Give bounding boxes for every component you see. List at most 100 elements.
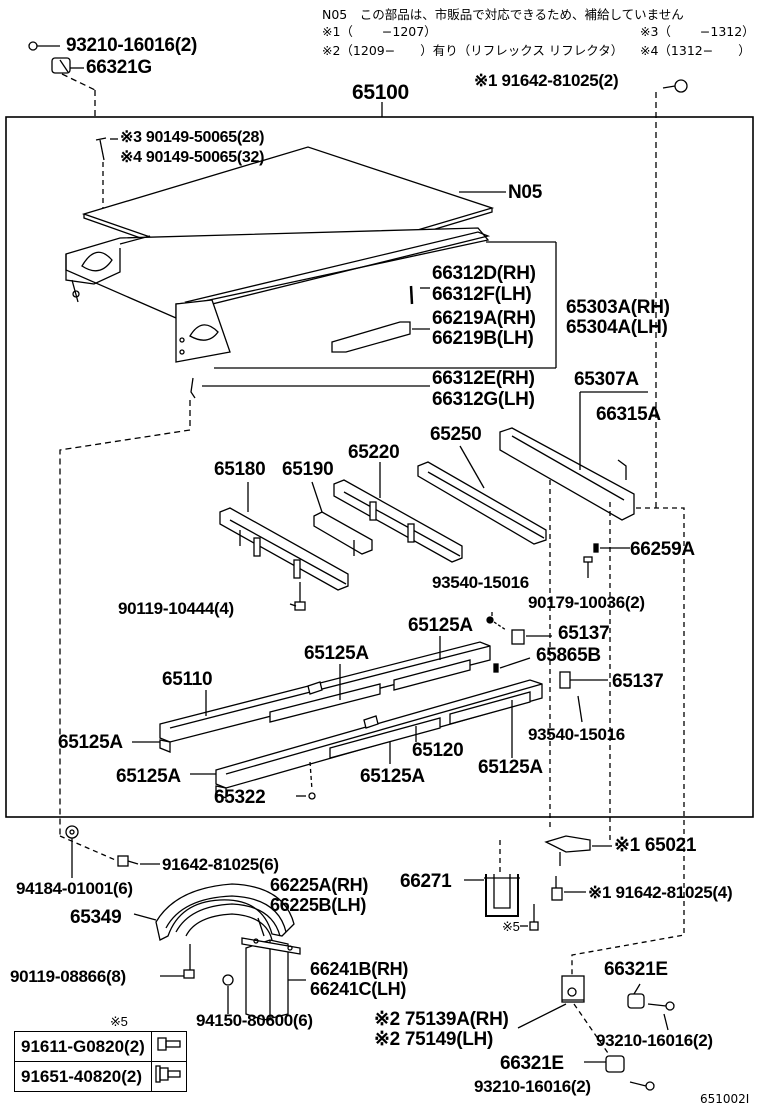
bracket-65137-icon: [511, 629, 525, 645]
label-65110[interactable]: 65110: [162, 669, 213, 690]
legend-row: 91651-40820(2): [14, 1061, 187, 1092]
label-90119-10444[interactable]: 90119-10444(4): [118, 599, 234, 618]
label-65125a-4[interactable]: 65125A: [478, 757, 543, 778]
label-66321e-2[interactable]: 66321E: [500, 1053, 564, 1074]
note-n05: N05 この部品は、市販品で対応できるため、補給していません: [322, 7, 684, 22]
assembly-frame: [5, 116, 754, 818]
crossmember-65180-icon: [219, 507, 349, 591]
label-66241c[interactable]: 66241C(LH): [310, 979, 407, 999]
label-66315a[interactable]: 66315A: [596, 404, 661, 425]
hook-icon: [190, 377, 196, 399]
side-rail-icon: [65, 227, 491, 363]
label-mark5: ※5: [502, 919, 520, 934]
label-90149-3[interactable]: ※3 90149-50065(28): [120, 129, 265, 146]
brace-66219-icon: [331, 321, 411, 353]
legend-row: 91611-G0820(2): [14, 1031, 187, 1062]
label-66321e-1[interactable]: 66321E: [604, 959, 668, 980]
label-65250[interactable]: 65250: [430, 424, 482, 445]
label-90149-4[interactable]: ※4 90149-50065(32): [120, 149, 265, 166]
legend-table: 91611-G0820(2) 91651-40820(2): [14, 1031, 187, 1092]
label-65303a[interactable]: 65303A(RH): [566, 297, 670, 318]
label-90119-08866[interactable]: 90119-08866(8): [10, 967, 126, 986]
crossmember-65190-icon: [313, 511, 373, 556]
bolt-91642-4-icon: [551, 876, 563, 901]
label-93210-top[interactable]: 93210-16016(2): [66, 35, 198, 56]
label-65307a[interactable]: 65307A: [574, 369, 639, 390]
note-r2a: ※2（1209− ）有り（リフレックス リフレクタ）: [322, 43, 624, 58]
label-65021[interactable]: ※1 65021: [614, 835, 697, 856]
label-66312f[interactable]: 66312F(LH): [432, 284, 532, 305]
label-91642-top[interactable]: ※1 91642-81025(2): [474, 71, 619, 90]
label-65125a-6[interactable]: 65125A: [360, 766, 425, 787]
label-66219b[interactable]: 66219B(LH): [432, 328, 534, 349]
footer-code: 651002I: [700, 1092, 750, 1106]
label-90179[interactable]: 90179-10036(2): [528, 593, 645, 612]
label-65125a-5[interactable]: 65125A: [116, 766, 181, 787]
label-65125a-1[interactable]: 65125A: [408, 615, 473, 636]
crossmember-65220-icon: [333, 479, 463, 563]
bracket-65021-icon: [544, 835, 591, 866]
label-66321g[interactable]: 66321G: [86, 57, 152, 78]
legend-part[interactable]: 91651-40820(2): [14, 1061, 152, 1092]
label-65125a-2[interactable]: 65125A: [304, 643, 369, 664]
bolt-icon: [28, 41, 60, 51]
label-65120[interactable]: 65120: [412, 740, 464, 761]
label-93540-b[interactable]: 93540-15016: [528, 725, 625, 744]
label-66312g[interactable]: 66312G(LH): [432, 389, 535, 410]
u-clamp-66271-icon: [484, 874, 520, 917]
label-66312e[interactable]: 66312E(RH): [432, 368, 535, 389]
bolt-washer-icon: [150, 1061, 187, 1092]
note-r2b: ※4（1312− ）: [640, 43, 751, 58]
label-75149[interactable]: ※2 75149(LH): [374, 1029, 493, 1050]
label-93210-r[interactable]: 93210-16016(2): [596, 1031, 713, 1050]
label-66225a[interactable]: 66225A(RH): [270, 875, 369, 895]
label-65304a[interactable]: 65304A(LH): [566, 317, 668, 338]
label-66312d[interactable]: 66312D(RH): [432, 263, 536, 284]
hinge-75139-icon: [561, 975, 585, 1003]
label-65100[interactable]: 65100: [352, 81, 409, 104]
bracket-66321e-bottom-icon: [605, 1055, 625, 1073]
clip-icon: [617, 459, 627, 480]
label-n05[interactable]: N05: [508, 182, 542, 203]
label-91642-4[interactable]: ※1 91642-81025(4): [588, 883, 733, 902]
long-member-65120-icon: [215, 679, 543, 799]
label-75139a[interactable]: ※2 75139A(RH): [374, 1009, 509, 1030]
label-65865b[interactable]: 65865B: [536, 645, 601, 666]
bracket-66321e-icon: [627, 993, 645, 1009]
screw-icon: [95, 137, 107, 161]
label-66241b[interactable]: 66241B(RH): [310, 959, 409, 979]
note-r1a: ※1（ −1207）: [322, 24, 437, 39]
bolt-90179-icon: [583, 556, 593, 578]
label-65180[interactable]: 65180: [214, 459, 266, 480]
legend-part[interactable]: 91611-G0820(2): [14, 1031, 152, 1062]
label-91642-6[interactable]: 91642-81025(6): [162, 855, 279, 874]
label-65220[interactable]: 65220: [348, 442, 400, 463]
label-65322[interactable]: 65322: [214, 787, 266, 808]
bolt-top-right-icon: [662, 79, 688, 93]
label-66271[interactable]: 66271: [400, 871, 452, 892]
label-65190[interactable]: 65190: [282, 459, 334, 480]
label-65349[interactable]: 65349: [70, 907, 122, 928]
label-66219a[interactable]: 66219A(RH): [432, 308, 536, 329]
label-93210-b[interactable]: 93210-16016(2): [474, 1077, 591, 1096]
label-65137-1[interactable]: 65137: [558, 623, 610, 644]
label-65125a-3[interactable]: 65125A: [58, 732, 123, 753]
bolt-90119-icon: [294, 582, 306, 611]
rear-rail-65307a-icon: [499, 427, 635, 521]
pin-icon: [409, 285, 414, 305]
bolt-93210-icon: [647, 1001, 675, 1011]
label-94150[interactable]: 94150-80600(6): [196, 1011, 313, 1030]
mudflap-66241-icon: [245, 939, 289, 1021]
bracket-66225-icon: [241, 937, 301, 955]
label-66225b[interactable]: 66225B(LH): [270, 895, 367, 915]
legend-title: ※5: [110, 1014, 128, 1029]
crossmember-65250-icon: [417, 461, 547, 545]
label-65137-2[interactable]: 65137: [612, 671, 664, 692]
label-94184[interactable]: 94184-01001(6): [16, 879, 133, 898]
bolt-91642-6-icon: [117, 855, 139, 867]
bolt-93210-bottom-icon: [629, 1081, 655, 1091]
label-93540-a[interactable]: 93540-15016: [432, 573, 529, 592]
label-66259a[interactable]: 66259A: [630, 539, 695, 560]
